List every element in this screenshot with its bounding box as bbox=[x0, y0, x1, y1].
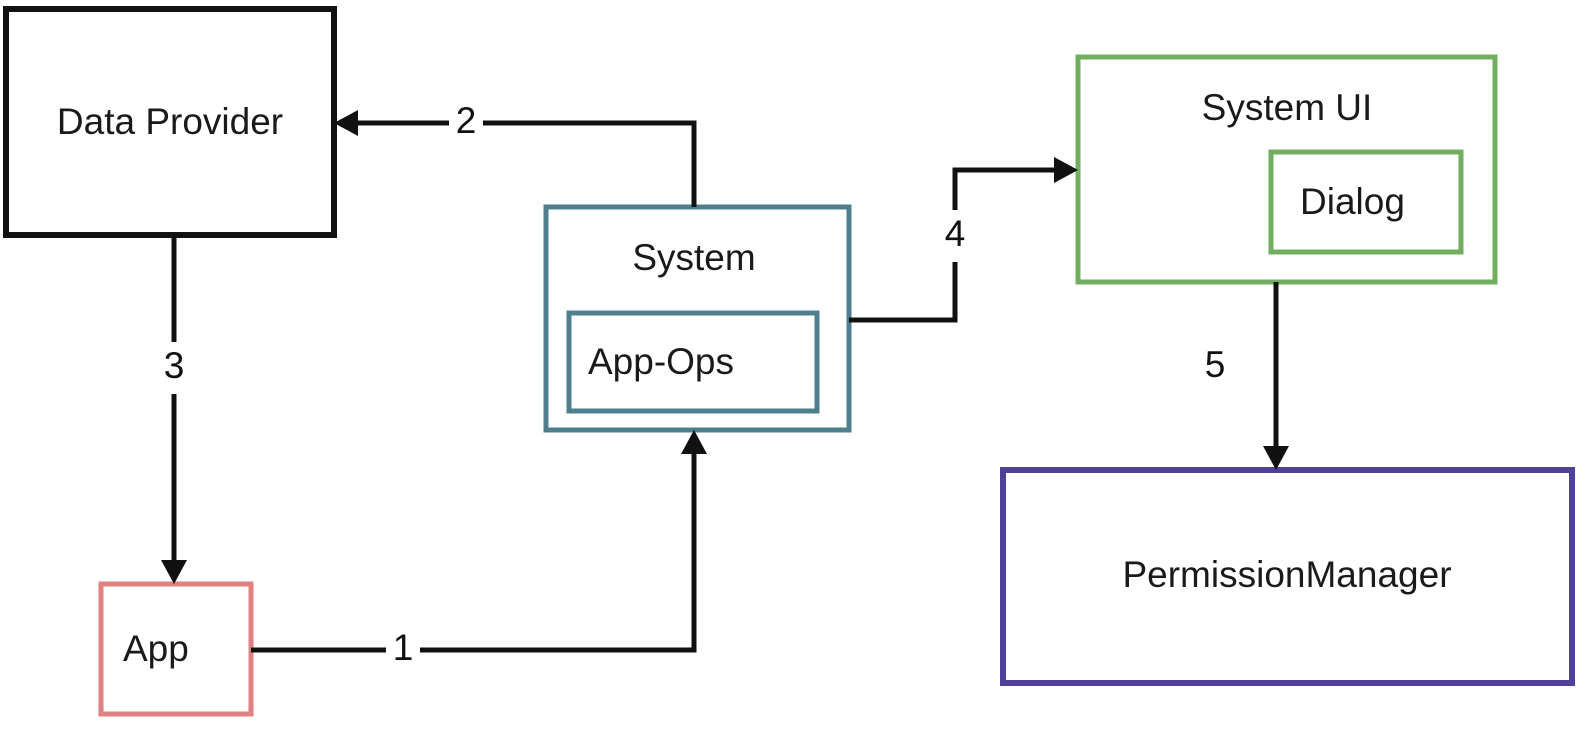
node-app-label: App bbox=[123, 628, 189, 669]
edge-3-label-backdrop bbox=[157, 342, 191, 394]
edge-2: 2 bbox=[334, 97, 697, 207]
edge-4-label-backdrop bbox=[938, 210, 972, 262]
node-data-provider-box[interactable] bbox=[3, 6, 337, 238]
node-data-provider[interactable]: Data Provider bbox=[3, 6, 337, 238]
edge-1-label-backdrop bbox=[386, 624, 420, 676]
edge-5-label-backdrop bbox=[1198, 341, 1232, 393]
node-permission-manager-label: PermissionManager bbox=[1122, 554, 1451, 595]
edge-1-line bbox=[251, 442, 697, 653]
edge-2-label-backdrop bbox=[449, 97, 483, 149]
edge-2-arrowhead bbox=[334, 110, 358, 136]
node-dialog-box[interactable] bbox=[1268, 149, 1464, 255]
node-app[interactable]: App bbox=[98, 581, 254, 717]
edge-4: 4 bbox=[849, 157, 1078, 323]
edge-5: 5 bbox=[1198, 282, 1289, 470]
edge-5-arrowhead bbox=[1263, 446, 1289, 470]
node-permission-manager-box[interactable] bbox=[1000, 467, 1575, 686]
edge-1-label: 1 bbox=[393, 627, 414, 668]
node-dialog[interactable]: Dialog bbox=[1268, 149, 1464, 255]
edge-4-label: 4 bbox=[945, 213, 966, 254]
nodes-layer: Data Provider System App-Ops System UI D… bbox=[3, 6, 1575, 717]
node-dialog-label: Dialog bbox=[1300, 181, 1405, 222]
node-data-provider-label: Data Provider bbox=[57, 101, 283, 142]
edges-layer: 1 2 3 4 5 bbox=[157, 97, 1289, 676]
node-app-box[interactable] bbox=[98, 581, 254, 717]
node-system-label: System bbox=[632, 237, 755, 278]
edge-2-line bbox=[346, 120, 697, 207]
node-app-ops[interactable]: App-Ops bbox=[566, 310, 820, 414]
edge-3: 3 bbox=[157, 235, 191, 584]
edge-1: 1 bbox=[251, 430, 707, 676]
node-app-ops-box[interactable] bbox=[566, 310, 820, 414]
edge-4-arrowhead bbox=[1054, 157, 1078, 183]
node-system-ui-label: System UI bbox=[1202, 87, 1373, 128]
edge-2-label: 2 bbox=[456, 100, 477, 141]
node-app-ops-label: App-Ops bbox=[588, 341, 734, 382]
edge-3-arrowhead bbox=[161, 560, 187, 584]
node-permission-manager[interactable]: PermissionManager bbox=[1000, 467, 1575, 686]
edge-5-label: 5 bbox=[1205, 344, 1226, 385]
edge-1-arrowhead bbox=[681, 430, 707, 454]
edge-3-label: 3 bbox=[164, 345, 185, 386]
